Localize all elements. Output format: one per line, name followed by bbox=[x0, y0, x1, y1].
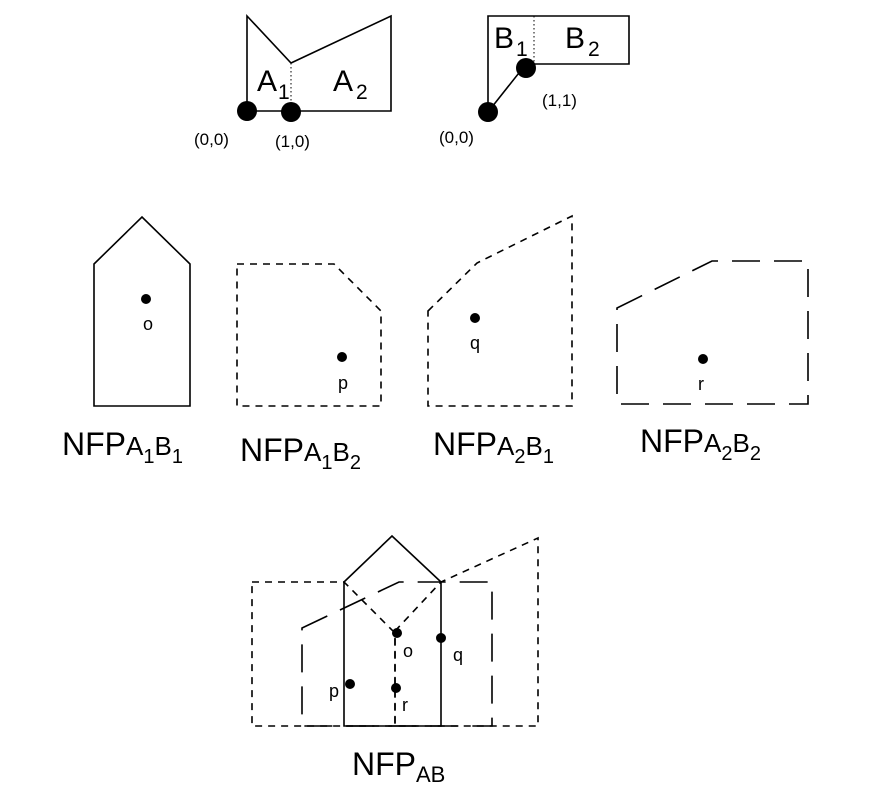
point-o-label: o bbox=[143, 314, 153, 334]
label-b2-sub: 2 bbox=[588, 38, 600, 61]
label-b1: B bbox=[494, 22, 514, 55]
nfp-a2b2-title: NFPA2B2 bbox=[640, 423, 761, 465]
point-r-dot bbox=[698, 354, 708, 364]
label-a2-sub: 2 bbox=[356, 81, 368, 104]
polygon-a: A 1 A 2 (0,0) (1,0) bbox=[194, 13, 392, 151]
nfp-a2b1-outline bbox=[427, 214, 573, 407]
nfp-a2b1-title: NFPA2B1 bbox=[433, 426, 554, 468]
nfp-ab-point-p-label: p bbox=[329, 681, 339, 701]
point-p-dot bbox=[337, 352, 347, 362]
nfp-a1b1-title: NFPA1B1 bbox=[62, 426, 183, 468]
polygon-b-origin-label: (0,0) bbox=[439, 128, 474, 147]
point-o-dot bbox=[141, 294, 151, 304]
nfp-ab-title: NFPAB bbox=[352, 746, 445, 787]
label-a2: A bbox=[333, 65, 353, 98]
nfp-a2b2-outline bbox=[616, 260, 809, 405]
nfp-ab-point-p-dot bbox=[345, 679, 355, 689]
nfp-a2b2: r NFPA2B2 bbox=[616, 260, 809, 465]
nfp-a1b2-title: NFPA1B2 bbox=[240, 432, 361, 474]
polygon-a-outline bbox=[246, 13, 392, 112]
label-b1-sub: 1 bbox=[516, 38, 528, 61]
point-r-label: r bbox=[698, 374, 704, 394]
nfp-ab-a2b1-part bbox=[394, 536, 539, 727]
polygon-b-ref-point bbox=[516, 58, 536, 78]
label-b2: B bbox=[565, 22, 585, 55]
polygon-b-origin-point bbox=[478, 102, 498, 122]
point-q-label: q bbox=[470, 333, 480, 353]
polygon-a-origin-point bbox=[237, 101, 257, 121]
nfp-a1b2: p NFPA1B2 bbox=[236, 263, 382, 474]
nfp-ab-a1b2-part bbox=[251, 581, 396, 727]
nfp-ab-point-q-label: q bbox=[453, 645, 463, 665]
nfp-ab-a2b2-part bbox=[301, 581, 493, 727]
nfp-a2b1: q NFPA2B1 bbox=[427, 214, 573, 468]
nfp-ab-point-o-label: o bbox=[403, 641, 413, 661]
nfp-a1b2-outline bbox=[236, 263, 382, 407]
point-p-label: p bbox=[338, 373, 348, 393]
nfp-a1b1-outline bbox=[93, 215, 191, 407]
point-q-dot bbox=[470, 313, 480, 323]
nfp-ab-point-q-dot bbox=[436, 633, 446, 643]
polygon-a-origin-label: (0,0) bbox=[194, 130, 229, 149]
polygon-b: B 1 B 2 (1,1) (0,0) bbox=[439, 15, 630, 147]
nfp-a1b1: o NFPA1B1 bbox=[62, 215, 191, 468]
nfp-ab-point-r-label: r bbox=[402, 695, 408, 715]
polygon-b-ref-label: (1,1) bbox=[542, 91, 577, 110]
polygon-a-ref-label: (1,0) bbox=[275, 132, 310, 151]
polygon-a-ref-point bbox=[281, 102, 301, 122]
polygon-b-outline bbox=[487, 15, 630, 115]
nfp-ab: o q p r NFPAB bbox=[251, 534, 539, 787]
nfp-ab-point-o-dot bbox=[392, 628, 402, 638]
label-a1: A bbox=[257, 65, 277, 98]
nfp-ab-point-r-dot bbox=[391, 683, 401, 693]
label-a1-sub: 1 bbox=[278, 81, 290, 104]
nfp-ab-a1b1-part bbox=[343, 534, 442, 727]
